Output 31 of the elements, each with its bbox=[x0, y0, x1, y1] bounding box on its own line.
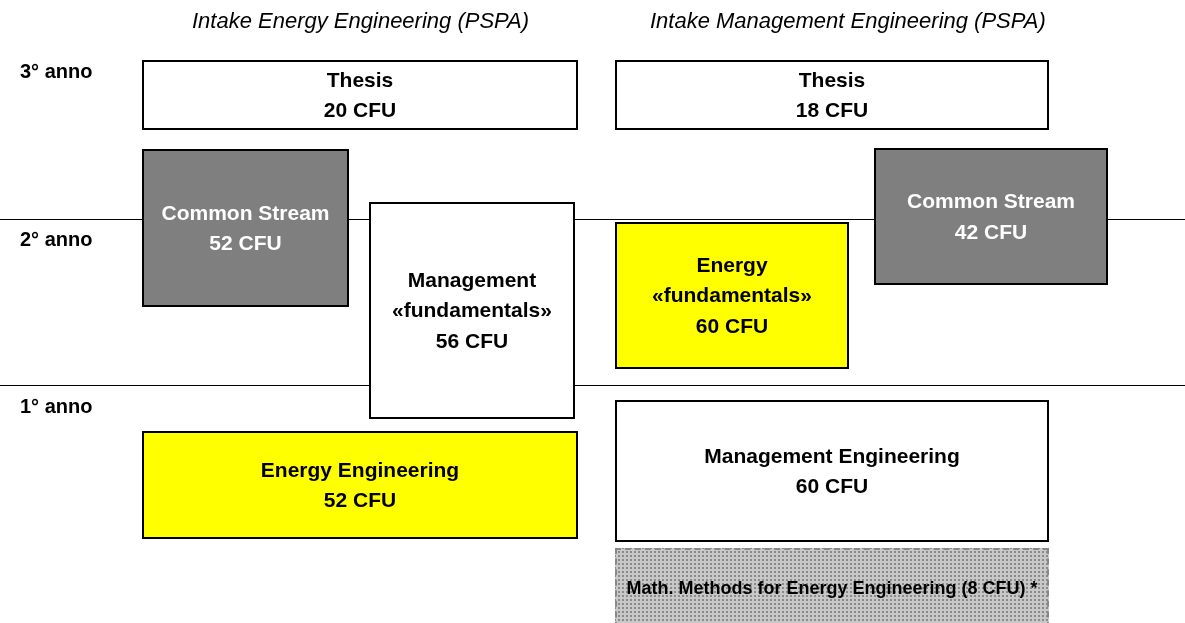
course-block bbox=[615, 400, 1049, 542]
course-block bbox=[369, 202, 575, 419]
course-block bbox=[142, 431, 578, 539]
block-text: Common Stream bbox=[161, 199, 330, 226]
year-label: 3° anno bbox=[20, 60, 93, 83]
block-text: Energy «fundamentals» bbox=[651, 251, 813, 309]
course-block bbox=[615, 222, 849, 369]
block-text: Management Engineering bbox=[704, 442, 960, 469]
year-label: 2° anno bbox=[20, 228, 93, 251]
block-text: 52 CFU bbox=[323, 487, 397, 513]
block-text: 42 CFU bbox=[954, 218, 1028, 245]
year-label: 1° anno bbox=[20, 395, 93, 418]
block-text: 18 CFU bbox=[795, 97, 869, 123]
course-block bbox=[615, 548, 1049, 623]
block-text: Thesis bbox=[326, 66, 394, 93]
column-heading: Intake Energy Engineering (PSPA) bbox=[192, 8, 530, 34]
block-text: Math. Methods for Energy Engineering (8 CFU) * bbox=[626, 576, 1038, 600]
block-text: Management «fundamentals» bbox=[391, 266, 553, 324]
course-block bbox=[615, 60, 1049, 130]
course-block bbox=[142, 60, 578, 130]
course-block bbox=[874, 148, 1108, 285]
block-text: Common Stream bbox=[907, 188, 1075, 215]
block-text: Thesis bbox=[798, 66, 866, 93]
block-text: 60 CFU bbox=[695, 312, 769, 339]
column-heading: Intake Management Engineering (PSPA) bbox=[650, 8, 1046, 34]
course-block bbox=[142, 149, 349, 307]
block-text: 52 CFU bbox=[209, 230, 282, 256]
block-text: Energy Engineering bbox=[260, 456, 460, 483]
block-text: 20 CFU bbox=[323, 97, 397, 123]
block-text: 60 CFU bbox=[795, 473, 869, 499]
block-text: 56 CFU bbox=[435, 327, 509, 354]
